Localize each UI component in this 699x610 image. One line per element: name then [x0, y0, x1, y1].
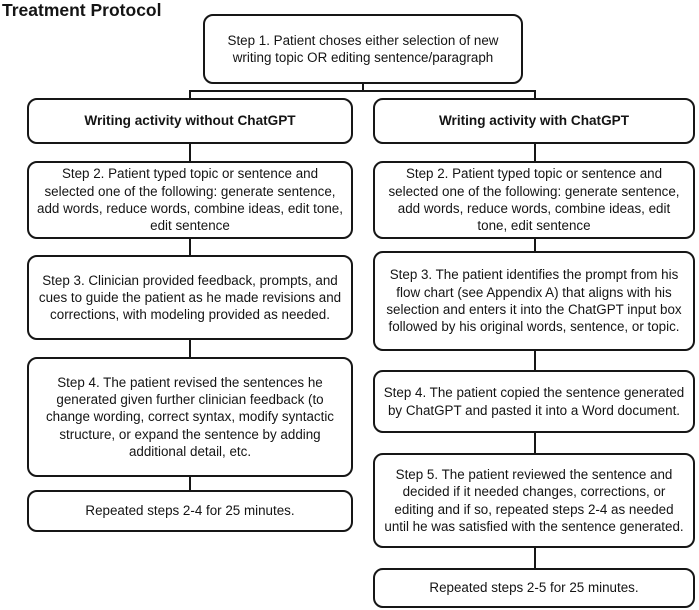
flow-box-right-header: Writing activity with ChatGPT — [373, 98, 695, 144]
flow-box-left-repeat: Repeated steps 2-4 for 25 minutes. — [27, 490, 353, 532]
connector-right-step5-repeat — [534, 548, 536, 568]
page-title: Treatment Protocol — [2, 0, 162, 20]
connector-step1-stub — [362, 83, 364, 92]
flow-box-left-header: Writing activity without ChatGPT — [27, 98, 353, 144]
flow-box-left-step4: Step 4. The patient revised the sentence… — [27, 357, 353, 477]
connector-left-step3-step4 — [189, 340, 191, 357]
connector-right-step4-step5 — [534, 433, 536, 453]
flow-box-right-step2: Step 2. Patient typed topic or sentence … — [373, 161, 695, 239]
flow-box-right-repeat: Repeated steps 2-5 for 25 minutes. — [373, 568, 695, 608]
flow-box-right-step4: Step 4. The patient copied the sentence … — [373, 370, 695, 433]
flow-box-left-step3: Step 3. Clinician provided feedback, pro… — [27, 255, 353, 340]
flow-box-left-step2: Step 2. Patient typed topic or sentence … — [27, 161, 353, 239]
connector-branch-left-drop — [189, 91, 191, 99]
flow-box-right-step3: Step 3. The patient identifies the promp… — [373, 251, 695, 351]
connector-left-header-step2 — [189, 144, 191, 161]
flow-box-step1: Step 1. Patient choses either selection … — [203, 14, 523, 84]
connector-right-header-step2 — [534, 144, 536, 161]
connector-branch-right-drop — [534, 91, 536, 99]
connector-right-step3-step4 — [534, 351, 536, 370]
connector-right-step2-step3 — [534, 239, 536, 251]
connector-branch-horizontal — [189, 90, 536, 92]
flow-box-right-step5: Step 5. The patient reviewed the sentenc… — [373, 453, 695, 548]
connector-left-step4-repeat — [189, 477, 191, 490]
connector-left-step2-step3 — [189, 239, 191, 255]
